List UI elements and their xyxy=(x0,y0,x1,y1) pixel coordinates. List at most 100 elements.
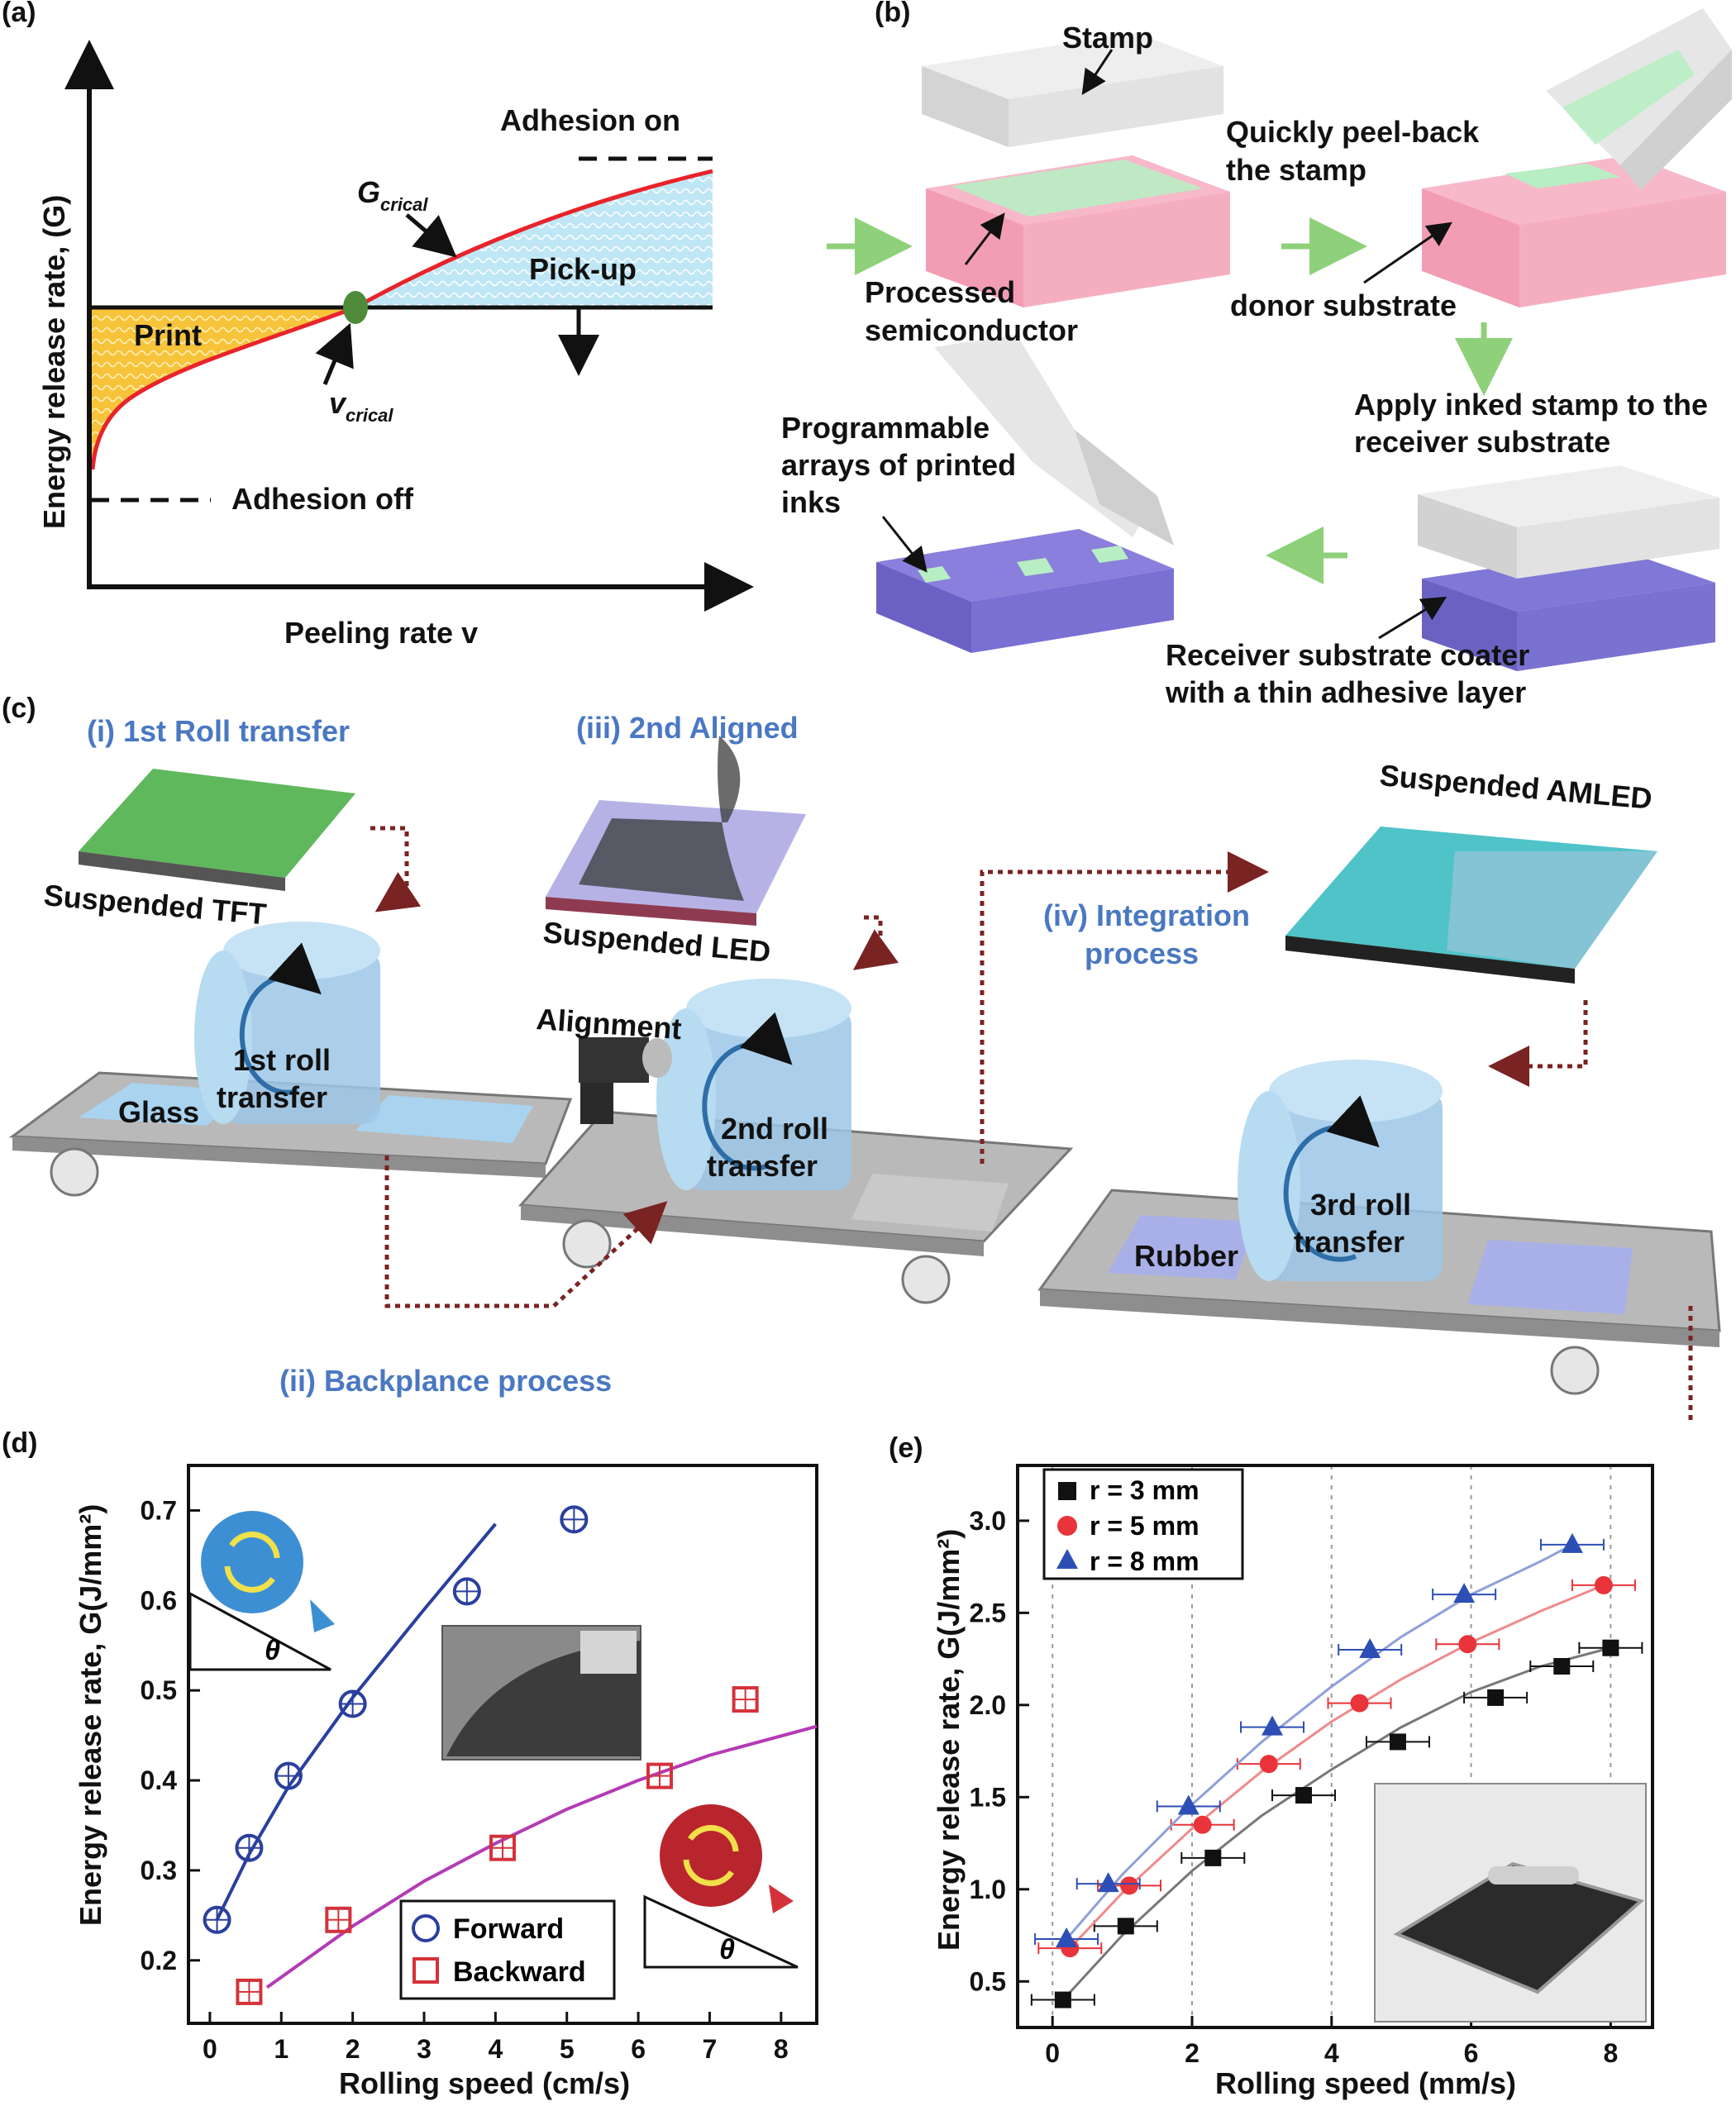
b-pointer-semi xyxy=(964,212,1005,265)
b-prog-label-3: inks xyxy=(781,485,841,519)
legend-backward-label: Backward xyxy=(453,1956,586,1988)
data-point-2 xyxy=(1097,1872,1119,1893)
b-donor-label: donor substrate xyxy=(1230,288,1457,322)
chart-e-series xyxy=(1030,1532,1643,2008)
flow-4 xyxy=(980,851,1269,1164)
alignment-camera xyxy=(579,1037,672,1124)
data-point-0 xyxy=(1204,1849,1222,1866)
backward-gear-icon xyxy=(660,1804,794,1913)
data-point-2 xyxy=(1056,1927,1078,1947)
data-point-1 xyxy=(1594,1575,1613,1594)
data-point-0 xyxy=(203,1905,231,1934)
b-receiver-label-1: Receiver substrate coater xyxy=(1166,638,1529,672)
fit-line-0 xyxy=(215,1522,497,1921)
x-tick-label: 8 xyxy=(774,2034,789,2064)
c-alignment-label: Alignment xyxy=(535,1002,682,1046)
y-tick-label: 3.0 xyxy=(970,1506,1006,1536)
x-tick-label: 0 xyxy=(1045,2038,1060,2068)
v-critical-arrow xyxy=(315,322,354,385)
chart-d-frame xyxy=(187,1464,818,2025)
b-step4-illustration xyxy=(876,335,1174,653)
flow-3 xyxy=(852,915,899,970)
mesh-inset-photo xyxy=(441,1625,641,1761)
c-step1-label: (i) 1st Roll transfer xyxy=(87,714,350,748)
flow-5 xyxy=(1488,1000,1588,1087)
data-point-1 xyxy=(1458,1635,1477,1654)
b-pointer-receiver xyxy=(1378,596,1447,640)
c-roll3-label-2: transfer xyxy=(1294,1225,1405,1259)
legend-forward-marker xyxy=(412,1914,440,1942)
c-rubber-label: Rubber xyxy=(1134,1239,1238,1273)
x-tick-label: 0 xyxy=(203,2034,217,2064)
y-tick-label: 2.0 xyxy=(970,1690,1006,1720)
legend-r8-marker xyxy=(1056,1549,1078,1569)
b-apply-label-1: Apply inked stamp to the xyxy=(1354,388,1708,422)
legend-r3-label: r = 3 mm xyxy=(1090,1475,1199,1505)
svg-text:θ: θ xyxy=(719,1934,735,1965)
c-roll2-label-1: 2nd roll xyxy=(721,1112,828,1146)
data-point-0 xyxy=(1487,1689,1505,1706)
fit-line-1 xyxy=(1069,1584,1605,1950)
g-critical-label: Gcrical xyxy=(357,175,428,215)
adhesion-on-label: Adhesion on xyxy=(500,103,680,137)
panel-label-e: (e) xyxy=(889,1432,923,1464)
b-processed-label-1: Processed xyxy=(865,275,1015,309)
x-tick-label: 2 xyxy=(346,2034,360,2064)
c-step3-label: (iii) 2nd Aligned xyxy=(576,711,799,745)
b-pointer-stamp xyxy=(1081,49,1114,96)
svg-text:θ: θ xyxy=(265,1635,280,1666)
data-point-1 xyxy=(1120,1876,1139,1895)
c-glass-label: Glass xyxy=(118,1095,199,1129)
pickup-region xyxy=(355,171,713,307)
fit-line-0 xyxy=(1061,1646,1611,2001)
b-step2-illustration xyxy=(1422,8,1732,307)
legend-backward-marker xyxy=(413,1957,439,1984)
chart-d-legend: Forward Backward xyxy=(399,1899,616,2000)
chart-e-xlabel: Rolling speed (mm/s) xyxy=(1215,2066,1516,2100)
print-region xyxy=(91,307,351,467)
chart-e-ylabel: Energy release rate, G(J/mm²) xyxy=(932,1529,966,1951)
chart-e-frame xyxy=(1016,1464,1654,2029)
c-step4-label-1: (iv) Integration xyxy=(1043,898,1250,932)
b-prog-label-1: Programmable xyxy=(781,411,990,445)
b-peel-label-2: the stamp xyxy=(1226,153,1366,187)
data-point-0 xyxy=(274,1761,303,1790)
data-point-0 xyxy=(452,1577,481,1606)
b-peel-label-1: Quickly peel-back xyxy=(1226,115,1480,149)
y-tick-label: 0.4 xyxy=(141,1765,178,1795)
fit-line-1 xyxy=(265,1724,818,1989)
chart-d-series xyxy=(203,1505,818,2005)
data-point-0 xyxy=(560,1505,589,1534)
chart-e-legend: r = 3 mm r = 5 mm r = 8 mm xyxy=(1042,1468,1244,1580)
print-label: Print xyxy=(134,318,202,352)
c-step4-label-2: process xyxy=(1085,936,1199,970)
x-tick-label: 4 xyxy=(1324,2038,1339,2068)
x-tick-label: 8 xyxy=(1603,2038,1618,2068)
c-tft-label: Suspended TFT xyxy=(42,878,268,931)
data-point-1 xyxy=(646,1762,673,1789)
data-point-2 xyxy=(1261,1715,1284,1736)
panel-a-ylabel: Energy release rate, (G) xyxy=(37,195,71,529)
y-tick-label: 0.5 xyxy=(141,1675,177,1705)
c-amled-label: Suspended AMLED xyxy=(1378,758,1653,816)
data-point-0 xyxy=(1553,1658,1571,1675)
panel-label-d: (d) xyxy=(2,1427,37,1459)
data-point-1 xyxy=(325,1906,352,1933)
y-tick-label: 0.6 xyxy=(141,1585,177,1615)
flow-1 xyxy=(370,826,422,912)
critical-point xyxy=(343,291,368,324)
legend-r5-marker xyxy=(1057,1516,1077,1536)
y-tick-label: 1.5 xyxy=(970,1782,1006,1812)
data-point-2 xyxy=(1561,1532,1583,1553)
flow-2 xyxy=(384,1155,668,1308)
data-point-0 xyxy=(1054,1991,1071,2008)
pickup-label: Pick-up xyxy=(529,252,637,286)
b-step3-illustration xyxy=(1418,465,1719,671)
c-roll2-label-2: transfer xyxy=(707,1149,818,1183)
c-roll3-label-1: 3rd roll xyxy=(1310,1188,1411,1222)
